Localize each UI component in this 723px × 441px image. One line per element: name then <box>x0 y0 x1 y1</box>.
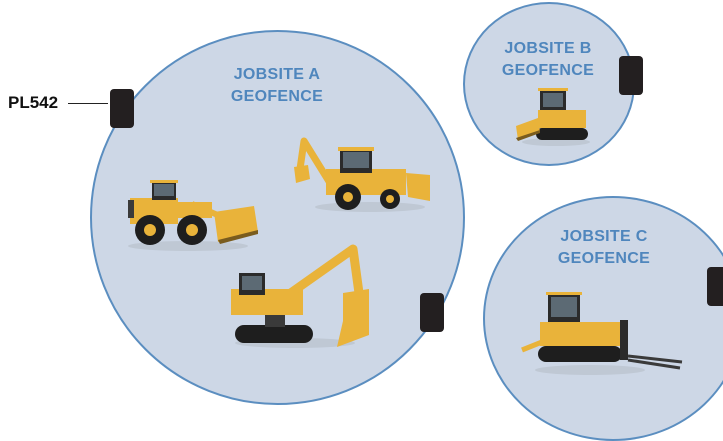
pl542-connector-line <box>68 103 108 104</box>
compact-track-loader-icon <box>516 88 590 146</box>
excavator-icon <box>231 244 369 348</box>
pl542-label: PL542 <box>8 93 59 112</box>
track-loader-icon <box>521 292 683 375</box>
tracker-device-jobsite-c[interactable] <box>707 267 723 306</box>
jobsite-c-geofence <box>483 196 723 441</box>
jobsite-b-label: JOBSITE B GEOFENCE <box>448 38 648 82</box>
jobsite-a-subtitle: GEOFENCE <box>230 88 324 105</box>
jobsite-b-subtitle: GEOFENCE <box>501 62 595 79</box>
tracker-device-jobsite-a[interactable] <box>420 293 444 332</box>
jobsite-a-label: JOBSITE A GEOFENCE <box>177 64 377 108</box>
jobsite-c-title: JOBSITE C <box>560 228 648 245</box>
jobsite-c-label: JOBSITE C GEOFENCE <box>504 226 704 270</box>
jobsite-c-subtitle: GEOFENCE <box>557 250 651 267</box>
pl542-tracker-device[interactable] <box>110 89 134 128</box>
jobsite-a-title: JOBSITE A <box>233 66 321 83</box>
wheel-loader-icon <box>128 180 258 251</box>
backhoe-loader-icon <box>294 137 430 212</box>
tracker-device-jobsite-b[interactable] <box>619 56 643 95</box>
jobsite-b-title: JOBSITE B <box>504 40 592 57</box>
